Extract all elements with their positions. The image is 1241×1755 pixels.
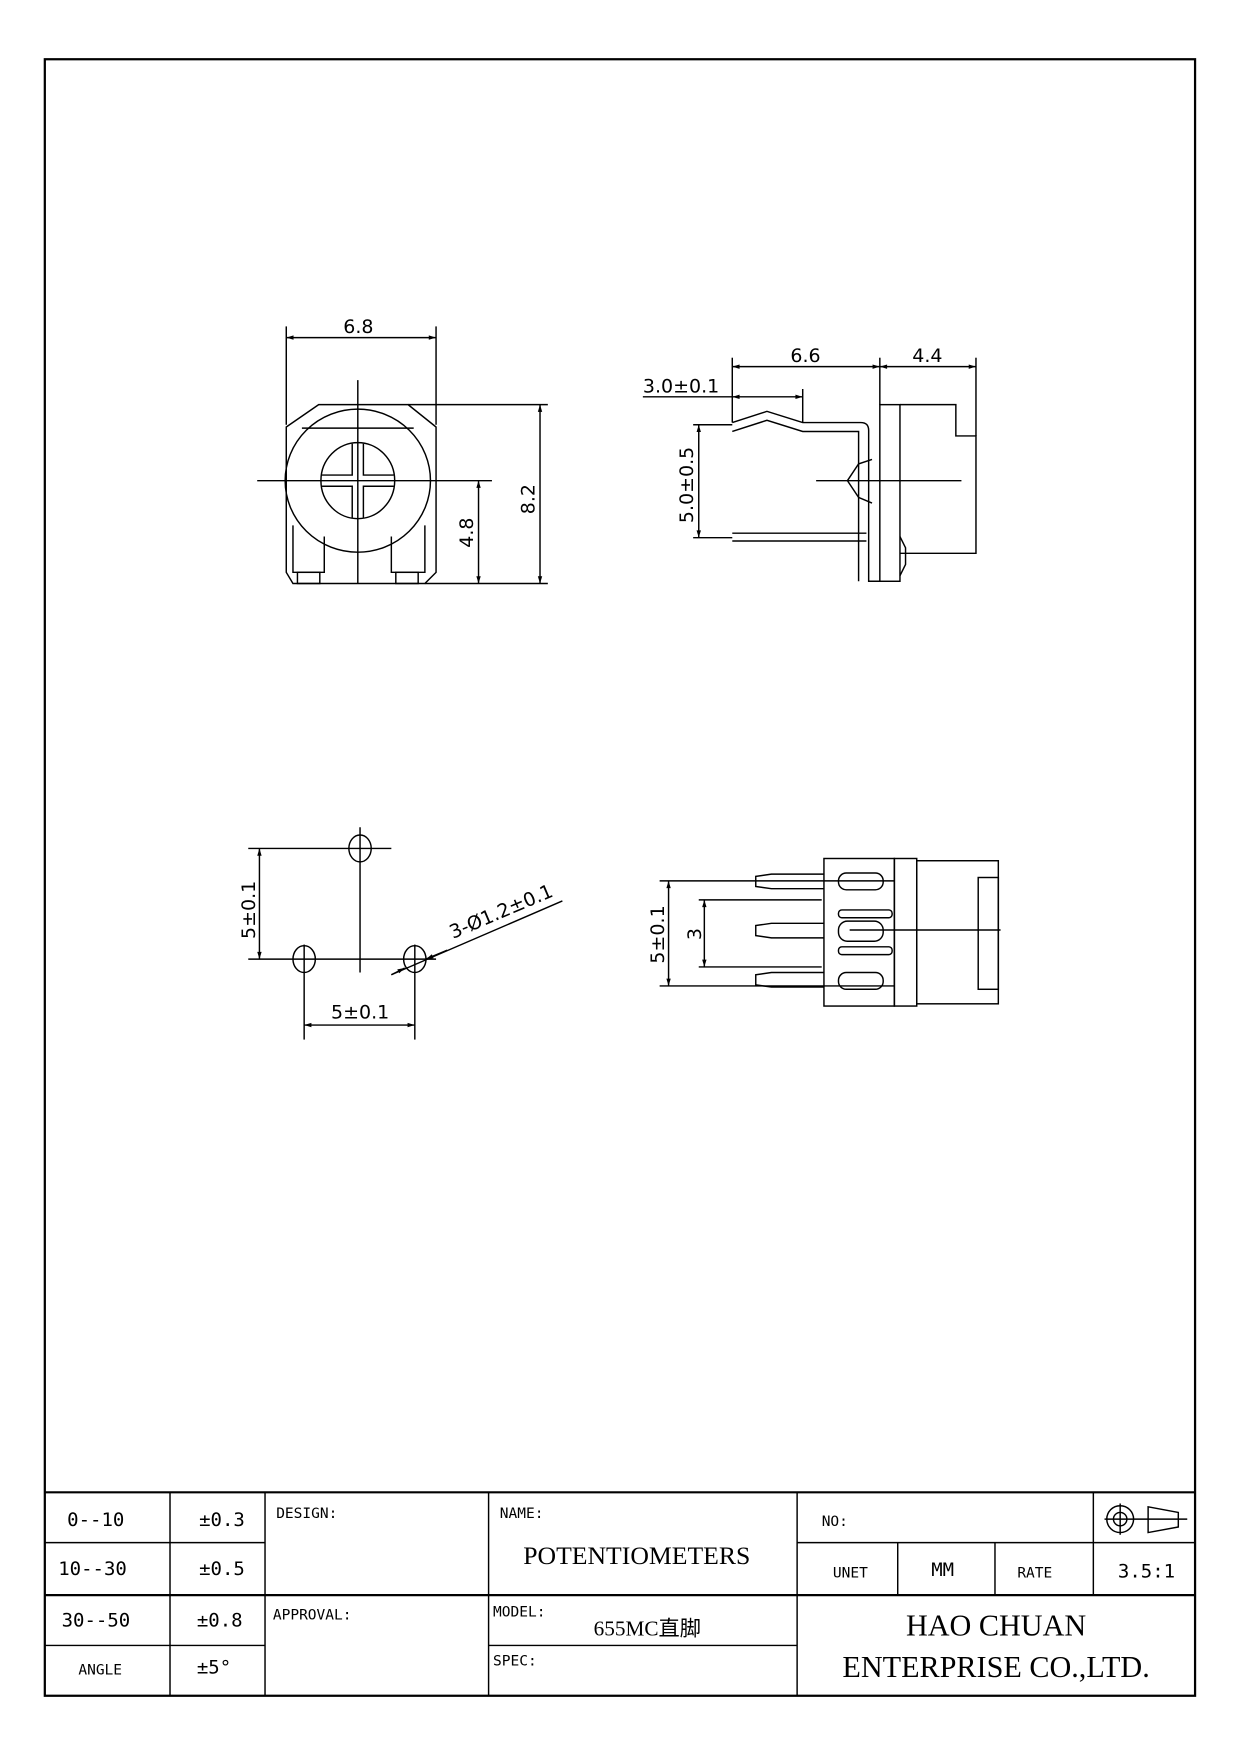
- design-label: DESIGN:: [276, 1506, 337, 1522]
- dim-footprint-horizontal: 5±0.1: [331, 1001, 389, 1023]
- tol-value-3: ±0.8: [197, 1609, 243, 1631]
- unit-value: MM: [931, 1559, 954, 1581]
- dim-front-width: 6.8: [343, 316, 373, 338]
- front-view: 6.8 8.2 4.8: [257, 316, 548, 585]
- tol-range-1: 0--10: [67, 1509, 124, 1531]
- approval-label: APPROVAL:: [273, 1608, 352, 1624]
- tol-range-2: 10--30: [58, 1558, 127, 1580]
- dim-pin-inner: 3: [684, 928, 706, 940]
- tol-value-1: ±0.3: [199, 1509, 245, 1531]
- name-value: POTENTIOMETERS: [523, 1541, 750, 1570]
- drawing-border: [43, 58, 1197, 1697]
- dim-lead-spacing: 5.0±0.5: [676, 447, 698, 523]
- title-block: 0--10 ±0.3 10--30 ±0.5 30--50 ±0.8 ANGLE…: [44, 1491, 1196, 1696]
- dim-kink: 3.0±0.1: [643, 375, 719, 397]
- dim-pin-span: 5±0.1: [647, 905, 669, 963]
- company-name-line2: ENTERPRISE CO.,LTD.: [842, 1650, 1149, 1684]
- tol-range-angle: ANGLE: [78, 1663, 122, 1679]
- rate-value: 3.5:1: [1118, 1560, 1175, 1582]
- spec-label: SPEC:: [493, 1654, 537, 1670]
- footprint-view: 5±0.1 5±0.1 3-Ø1.2±0.1: [238, 827, 563, 1040]
- model-value: 655MC直脚: [594, 1616, 701, 1640]
- dim-center-height: 4.8: [456, 518, 478, 548]
- dim-body-depth: 4.4: [912, 345, 942, 367]
- dim-front-height: 8.2: [517, 484, 539, 514]
- tol-range-3: 30--50: [62, 1609, 131, 1631]
- dim-lead-length: 6.6: [790, 345, 820, 367]
- tol-value-2: ±0.5: [199, 1558, 245, 1580]
- model-label: MODEL:: [493, 1604, 545, 1620]
- rate-label: RATE: [1017, 1565, 1052, 1581]
- unit-label: UNET: [833, 1565, 868, 1581]
- projection-symbol-icon: [1104, 1503, 1188, 1535]
- side-view: 6.6 4.4 3.0±0.1 5.0±0.5: [642, 345, 977, 583]
- dim-footprint-vertical: 5±0.1: [238, 881, 260, 939]
- company-name-line1: HAO CHUAN: [906, 1608, 1086, 1642]
- tol-value-angle: ±5°: [197, 1656, 231, 1678]
- no-label: NO:: [822, 1514, 848, 1530]
- name-label: NAME:: [500, 1506, 544, 1522]
- bottom-view: 5±0.1 3: [647, 857, 1001, 1007]
- dim-footprint-holes: 3-Ø1.2±0.1: [446, 880, 556, 943]
